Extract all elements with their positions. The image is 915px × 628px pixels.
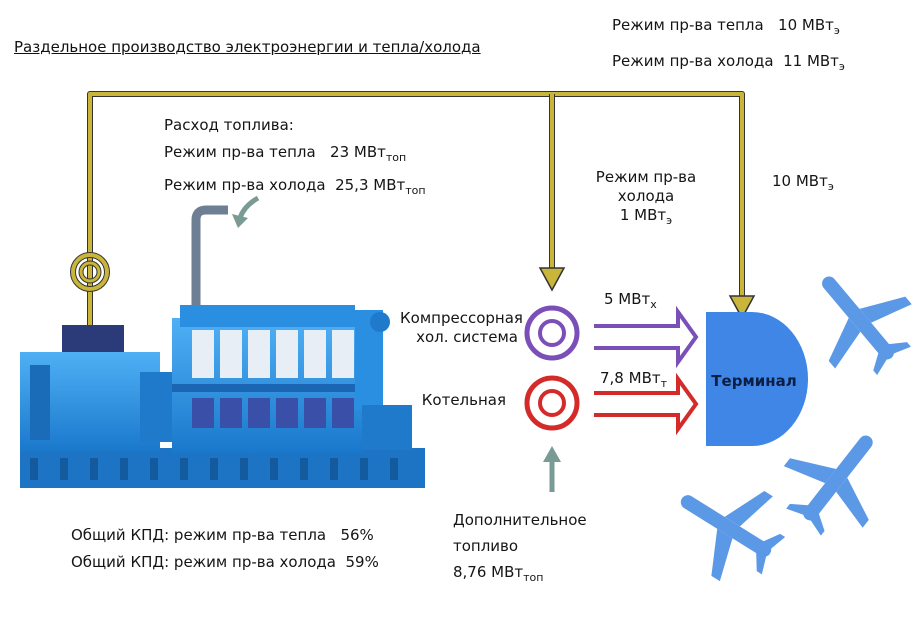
fuel-header: Расход топлива: [164,116,294,134]
cold-flow-arrow-icon [594,305,699,369]
boiler-label: Котельная [421,391,506,409]
airplane-icon [680,491,786,582]
compressor-ring-icon [524,305,580,361]
fuel-cold-mode: Режим пр-ва холода 25,3 МВттоп [164,176,426,197]
efficiency-cold-mode: Общий КПД: режим пр-ва холода 59% [71,553,379,571]
terminal-label: Терминал [711,372,797,390]
cold-flow-value: 5 МВтх [604,290,657,311]
airplane-icon [783,435,873,536]
top-heat-mode: Режим пр-ва тепла 10 МВтэ [612,16,840,37]
fuel-heat-mode: Режим пр-ва тепла 23 МВттоп [164,143,407,164]
top-cold-mode: Режим пр-ва холода 11 МВтэ [612,52,845,73]
heat-flow-value: 7,8 МВтт [600,369,668,390]
fuel-intake-arrow-icon [232,195,260,228]
heat-flow-arrow-icon [594,372,699,436]
terminal-building-icon [706,312,808,446]
diagram-title: Раздельное производство электроэнергии и… [14,38,481,56]
generator-set-icon [20,205,425,488]
power-line [87,91,745,325]
additional-fuel-arrow-icon [543,446,561,492]
efficiency-heat-mode: Общий КПД: режим пр-ва тепла 56% [71,526,374,544]
generator-coil-icon [70,252,110,292]
additional-fuel-label: Дополнительное топливо 8,76 МВттоп [453,511,587,584]
arrow-down-icon [728,295,756,320]
boiler-ring-icon [524,375,580,431]
airplane-icon [822,276,912,376]
cold-branch-label: Режим пр-ва холода 1 МВтэ [595,168,697,227]
terminal-supply-label: 10 МВтэ [772,172,834,193]
compressor-label: Компрессорная хол. система [400,309,523,346]
arrow-down-icon [538,267,566,292]
